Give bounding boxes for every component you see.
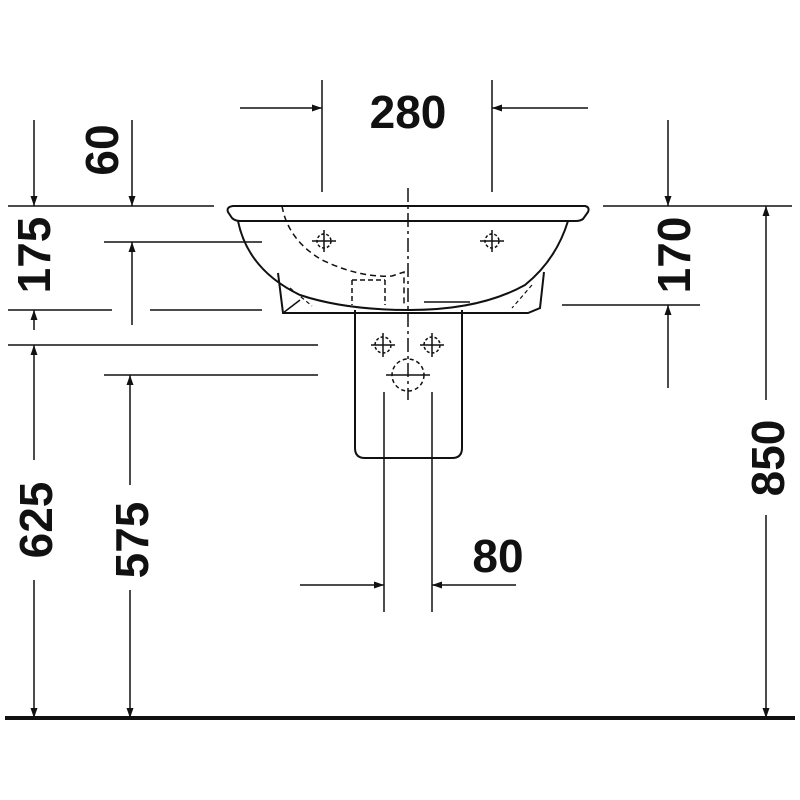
washbasin [226,205,590,314]
extension-lines [8,80,792,612]
supply-connection-left [371,333,395,357]
dim-175: 175 [8,217,60,294]
dim-575: 575 [106,502,158,579]
dim-80: 80 [472,530,523,582]
tap-hole-right [480,230,504,252]
dim-625: 625 [10,482,62,559]
pedestal [354,310,463,459]
dim-850: 850 [742,420,794,497]
dim-280: 280 [370,86,447,138]
tap-hole-left [312,230,336,252]
dimension-lines [30,104,770,718]
waste-connection [386,358,430,392]
supply-connection-right [420,333,444,357]
dim-60: 60 [76,124,128,175]
dim-170: 170 [648,217,700,294]
